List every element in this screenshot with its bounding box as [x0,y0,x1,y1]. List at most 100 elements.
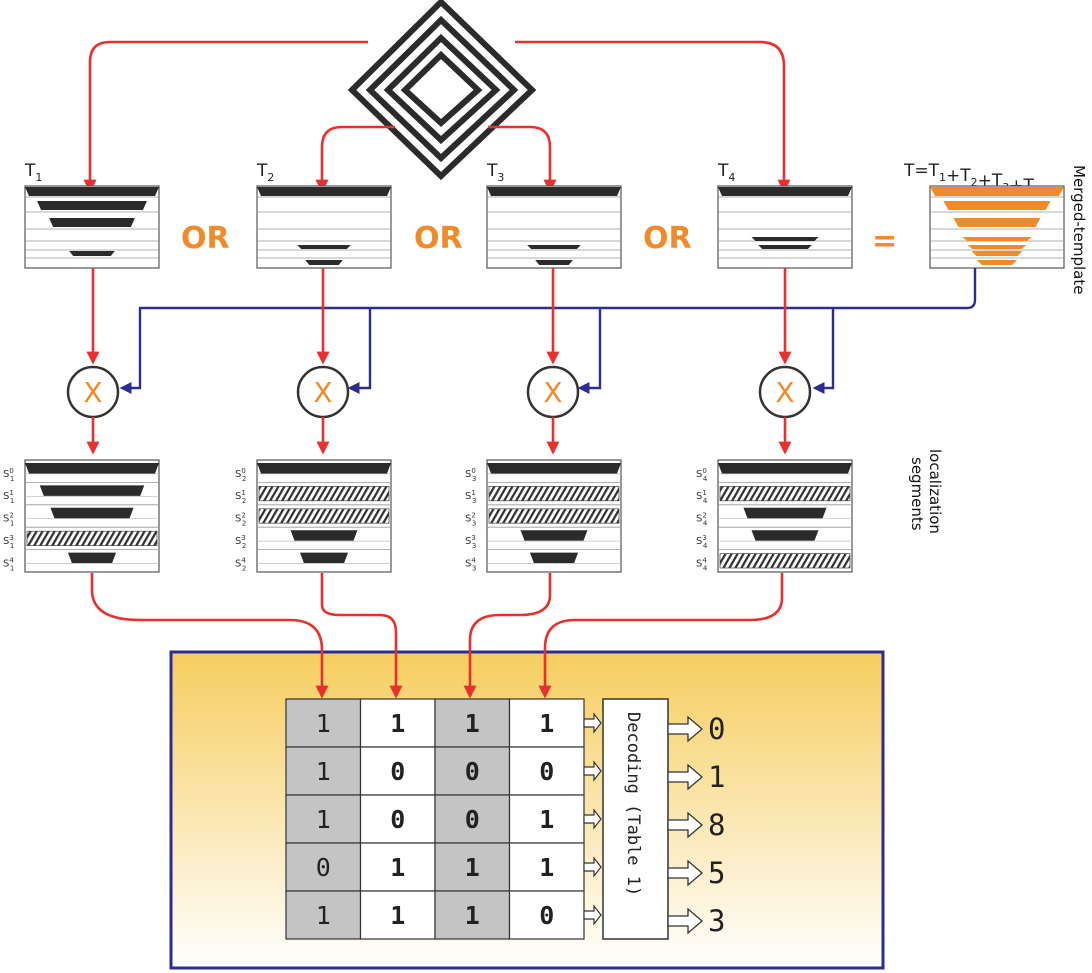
template-label: T3 [486,161,504,184]
bit-value: 0 [316,853,331,882]
bit-value: 1 [316,901,331,930]
diamond-arrows [83,40,791,193]
segment-bar [520,530,588,541]
segment-bar [299,552,349,564]
segment-hatch [258,486,390,502]
merged-bar [967,245,1027,249]
bit-cell [285,842,362,892]
bit-value: 0 [539,757,554,786]
segment-bar [67,552,117,564]
bit-value: 1 [465,709,480,738]
bit-value: 1 [390,853,405,882]
merged-bar [962,237,1032,241]
row-arrow-icon [583,856,602,878]
decode-arrow-icon [667,715,703,743]
template-box [256,185,392,269]
bit-value: 0 [539,901,554,930]
template-box [486,185,622,269]
segment-bar [257,463,391,474]
merged-bar [971,251,1023,256]
decode-arrow-icon [667,811,703,839]
bit-cell [434,842,511,892]
bit-cell [359,842,436,892]
bit-value: 1 [390,901,405,930]
bit-cell [508,794,585,844]
bit-value: 0 [390,757,405,786]
segment-bar [718,463,852,474]
segment-bar [50,507,134,519]
decode-arrow-icon [667,859,703,887]
multiply-node-3: X [526,268,580,455]
segments-localization-label: segments localization [908,449,944,535]
segment-bar [487,463,621,474]
merged-bar [953,218,1041,227]
template-bar [69,251,115,256]
multiply-symbol: X [543,376,562,409]
template-bar [718,187,852,196]
merged-template: T=T1+T2+T3+T4Merged-templatecreation [903,161,1092,294]
decoded-digit: 0 [708,712,725,746]
segment-hatch [488,508,620,524]
bit-value: 1 [390,709,405,738]
bit-value: 1 [539,853,554,882]
bit-value: 0 [465,757,480,786]
segment-hatch [719,486,851,502]
template-label: T1 [24,161,42,184]
row-arrow-icon [583,808,602,830]
template-bar [49,218,135,227]
bit-value: 0 [390,805,405,834]
merged-bar [930,187,1064,196]
merged-template-creation-label: Merged-templatecreation [1070,165,1092,294]
bit-value: 1 [316,757,331,786]
segment-bar [290,530,358,541]
template-bar [305,260,343,265]
multiply-symbol: X [83,376,102,409]
multiply-node-4: X [758,268,812,455]
segment-hatch [488,486,620,502]
or-label-2: OR [414,221,463,256]
merged-feedback-lines [119,268,977,394]
merged-bar [976,260,1018,265]
segment-bar [751,530,819,541]
template-label: T4 [717,161,735,184]
row-arrow-icon [583,904,602,926]
template-2: T2 [256,161,392,269]
bit-cell [359,890,436,940]
segment-hatch [258,508,390,524]
bit-value: 1 [465,901,480,930]
decoded-digit: 3 [708,904,725,938]
bit-cell [434,794,511,844]
segment-bar [743,507,827,519]
multiply-symbol: X [775,376,794,409]
template-bar [25,187,159,196]
multiply-node-2: X [296,268,350,455]
template-box [717,185,853,269]
bit-value: 0 [465,805,480,834]
row-arrow-icon [583,712,602,734]
bit-cell [285,698,362,748]
bit-value: 1 [316,805,331,834]
